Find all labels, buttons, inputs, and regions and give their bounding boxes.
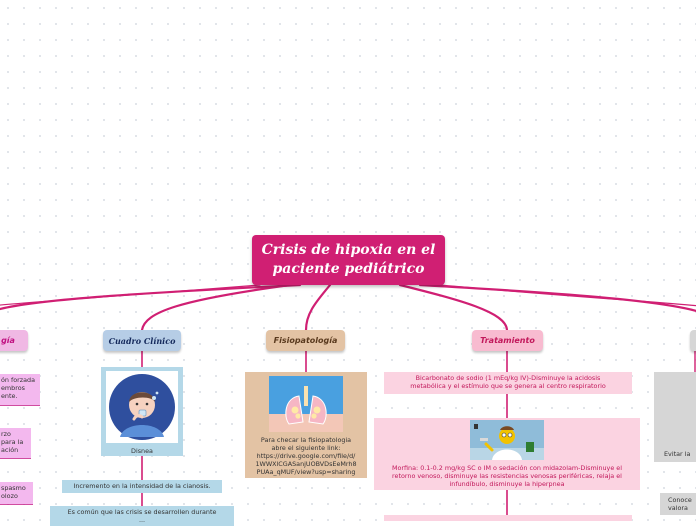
- cuadro-item-crisis-line1: Es común que las crisis se desarrollen d…: [67, 508, 217, 516]
- cuadro-item-crisis-line2: ...: [138, 516, 146, 524]
- topic-tratamiento[interactable]: Tratamiento: [472, 330, 543, 351]
- topic-left-label: gía: [1, 336, 15, 345]
- connector-trat: [398, 283, 509, 332]
- cuadro-item-cyanosis[interactable]: Incremento en la intensidad de la cianos…: [62, 480, 222, 493]
- cuadro-image-card[interactable]: Disnea: [101, 367, 183, 456]
- left-subtopic-1-line2: embros: [1, 384, 25, 392]
- fisio-link-line1[interactable]: https://drive.google.com/file/d/: [256, 452, 356, 460]
- connector-cuadro: [140, 283, 292, 332]
- right-subtopic-1[interactable]: Evitar la: [654, 372, 696, 462]
- trat-item-bicarbonato[interactable]: Bicarbonato de sodio (1 mEq/kg IV)-Dismi…: [384, 372, 632, 394]
- trat-item-morfina-line1: Morfina: 0.1-0.2 mg/kg SC o IM o sedació…: [391, 464, 623, 472]
- right-subtopic-2-line1: Conoce: [668, 496, 692, 504]
- fisio-text-line1: Para checar la fisiopatologia: [260, 436, 352, 444]
- topic-fisiopatologia[interactable]: Fisiopatología: [266, 330, 345, 351]
- left-subtopic-3-line1: spasmo: [1, 484, 26, 492]
- cuadro-image-caption: Disnea: [131, 447, 153, 455]
- fisio-card[interactable]: Para checar la fisiopatologia abre el si…: [245, 372, 367, 478]
- topic-cuadro-clinico[interactable]: Cuadro Clínico: [103, 330, 181, 351]
- lungs-illustration: [269, 376, 343, 432]
- topic-cuadro-label: Cuadro Clínico: [108, 335, 176, 346]
- connector-right: [418, 283, 696, 313]
- central-title-line1: Crisis de hipoxia en el: [261, 242, 436, 258]
- left-subtopic-3-line2: olozo: [1, 492, 18, 500]
- trat-item-bicarbonato-line2: metabólica y el estímulo que se genera a…: [410, 382, 606, 390]
- connector-fisio: [304, 283, 332, 332]
- trat-item-morfina[interactable]: Morfina: 0.1-0.2 mg/kg SC o IM o sedació…: [374, 418, 640, 490]
- cuadro-item-cyanosis-text: Incremento en la intensidad de la cianos…: [73, 482, 211, 490]
- doctor-cartoon-illustration: [470, 420, 544, 460]
- cuadro-item-crisis[interactable]: Es común que las crisis se desarrollen d…: [50, 506, 234, 526]
- left-subtopic-2-line1: rzo: [1, 430, 11, 438]
- trat-item-morfina-line2: retorno venoso, disminuye las resistenci…: [392, 472, 622, 480]
- topic-trat-label: Tratamiento: [480, 336, 535, 345]
- topic-left-partial[interactable]: gía: [0, 330, 28, 351]
- child-with-inhaler-illustration: [106, 371, 178, 443]
- fisio-text-line2: abre el siguiente link:: [271, 444, 341, 452]
- topic-fisio-label: Fisiopatología: [273, 336, 338, 345]
- left-subtopic-1-line1: ón forzada: [1, 376, 36, 384]
- central-topic[interactable]: Crisis de hipoxia en el paciente pediátr…: [252, 235, 445, 285]
- trat-item-morfina-line3: infundíbulo, disminuye la hiperpnea: [449, 480, 565, 488]
- left-subtopic-1[interactable]: ón forzada embros ente.: [0, 374, 40, 405]
- left-subtopic-2[interactable]: rzo para la ación: [0, 428, 31, 458]
- trat-item-next[interactable]: [384, 515, 632, 521]
- left-subtopic-1-line3: ente.: [1, 392, 18, 400]
- right-subtopic-2-line2: valora: [668, 504, 688, 512]
- left-subtopic-2-line2: para la: [1, 438, 24, 446]
- trat-item-bicarbonato-line1: Bicarbonato de sodio (1 mEq/kg IV)-Dismi…: [415, 374, 601, 382]
- fisio-link-line2[interactable]: 1WWXlCGASanjUOBVDsEeMrh8: [255, 460, 357, 468]
- right-subtopic-1-text: Evitar la: [664, 450, 691, 458]
- fisio-link-line3[interactable]: PUAa_qMUF/view?usp=sharing: [256, 468, 356, 476]
- central-title-line2: paciente pediátrico: [272, 261, 425, 277]
- topic-right-partial[interactable]: [690, 330, 696, 351]
- right-subtopic-2[interactable]: Conoce valora: [660, 493, 696, 515]
- left-subtopic-3[interactable]: spasmo olozo: [0, 482, 33, 504]
- left-subtopic-2-line3: ación: [1, 446, 19, 454]
